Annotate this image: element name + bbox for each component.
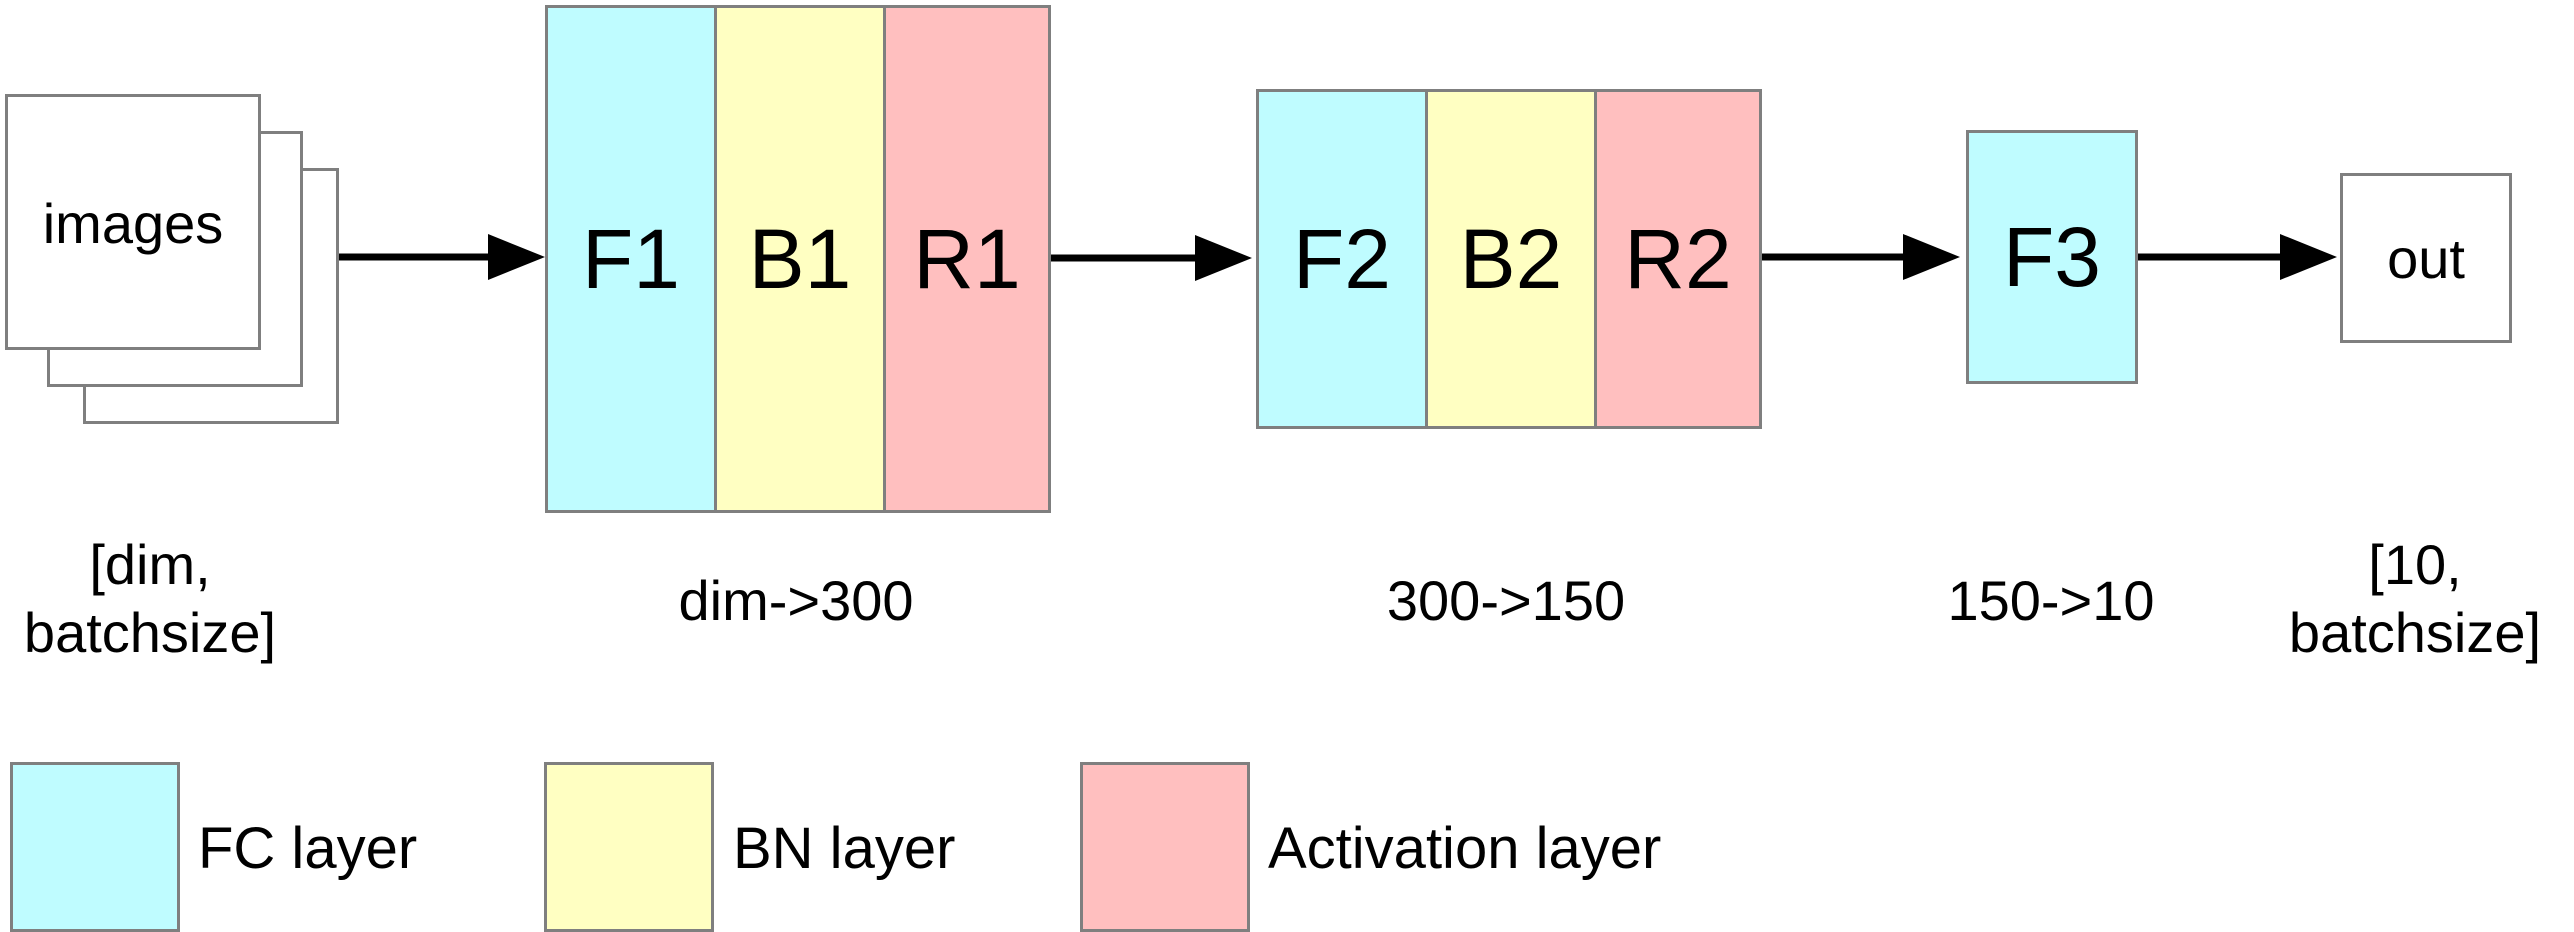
input-dims-line1: [dim, [89,533,211,596]
input-dims-line2: batchsize] [23,601,277,664]
legend-activation-swatch [1080,762,1250,932]
legend-bn-swatch [544,762,714,932]
input-dims-label: [dim, batchsize] [0,531,300,667]
legend-bn-label: BN layer [733,816,956,881]
f2-fc-layer: F2 [1256,89,1428,429]
r1-activation-layer: R1 [883,5,1051,513]
arrow-r1-to-f2 [1048,235,1252,281]
output-box: out [2340,173,2512,343]
f1-fc-layer: F1 [545,5,717,513]
output-dims-line1: [10, [2368,533,2462,596]
block3-size-label: 150->10 [1947,569,2155,632]
output-dims-line2: batchsize] [2288,601,2542,664]
b1-bn-layer: B1 [714,5,886,513]
block2-size-label: 300->150 [1386,569,1626,632]
legend-fc-label: FC layer [198,816,418,881]
legend-fc-swatch [10,762,180,932]
arrow-r2-to-f3 [1758,234,1960,280]
arrow-f3-to-out [2135,234,2337,280]
b2-bn-layer: B2 [1425,89,1597,429]
output-dims-label: [10, batchsize] [2260,531,2570,667]
r2-activation-layer: R2 [1594,89,1762,429]
f3-fc-layer: F3 [1966,130,2138,384]
image-sheet-front [5,94,261,350]
block1-size-label: dim->300 [678,569,914,632]
images-label: images [42,192,224,255]
legend-activation-label: Activation layer [1268,816,1662,881]
